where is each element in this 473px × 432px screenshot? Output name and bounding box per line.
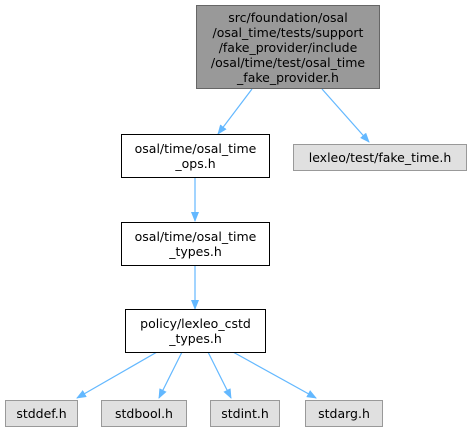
node-policy-lexleo-cstd-types-h[interactable]: policy/lexleo_cstd _types.h <box>125 309 266 353</box>
edge-cstd-types-to-stdint <box>207 351 232 399</box>
edge-root-to-fake-time <box>321 88 370 143</box>
node-osal-time-types-h[interactable]: osal/time/osal_time _types.h <box>121 222 270 266</box>
node-lexleo-test-fake-time-h: lexleo/test/fake_time.h <box>293 144 467 171</box>
node-osal-time-ops-h[interactable]: osal/time/osal_time _ops.h <box>121 134 270 178</box>
edge-cstd-types-to-stddef <box>76 351 158 399</box>
node-osal-time-fake-provider-h: src/foundation/osal /osal_time/tests/sup… <box>196 5 380 89</box>
node-stdarg-h: stdarg.h <box>305 400 383 427</box>
edge-cstd-types-to-stdarg <box>232 351 317 399</box>
node-stdint-h: stdint.h <box>210 400 280 427</box>
edge-root-to-time-ops <box>217 88 253 135</box>
node-stddef-h: stddef.h <box>5 400 78 427</box>
node-stdbool-h: stdbool.h <box>101 400 187 427</box>
edge-cstd-types-to-stdbool <box>158 351 183 399</box>
